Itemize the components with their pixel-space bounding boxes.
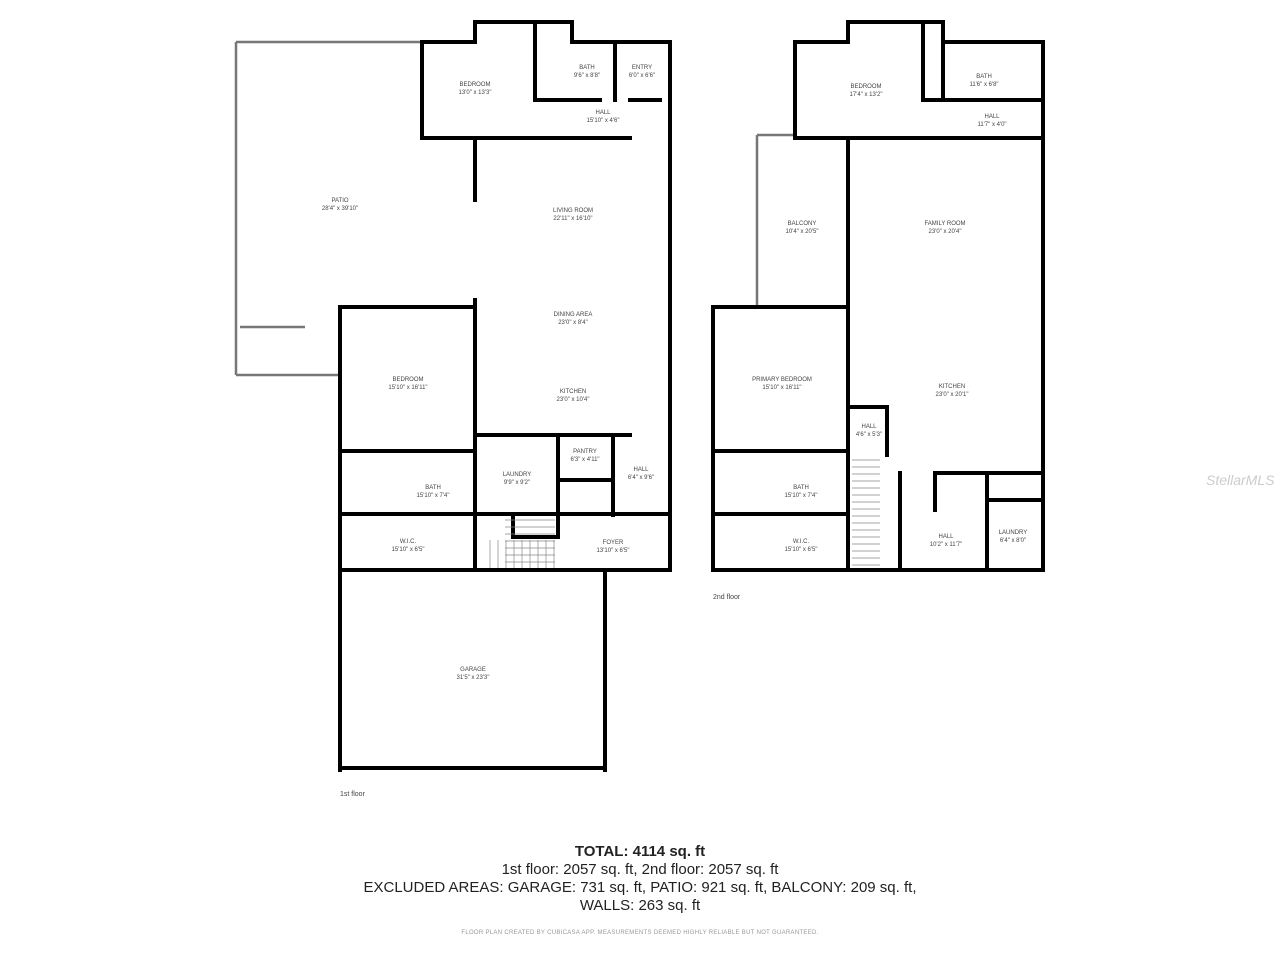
room-name: BATH <box>793 485 809 491</box>
walls <box>338 20 1045 772</box>
watermark-logo: StellarMLS <box>1206 472 1275 488</box>
room-dimensions: 9'6" x 8'8" <box>573 73 601 79</box>
room-dimensions: 15'10" x 16'11" <box>388 385 428 391</box>
room-label: DINING AREA 23'0" x 8'4" <box>554 311 593 327</box>
room-name: PATIO <box>331 198 349 204</box>
room-dimensions: 23'0" x 10'4" <box>556 397 590 403</box>
room-dimensions: 10'4" x 20'5" <box>785 229 819 235</box>
room-label: BATH 15'10" x 7'4" <box>785 484 818 500</box>
room-label: HALL 4'6" x 5'3" <box>856 423 882 439</box>
room-label: PATIO 28'4" x 39'10" <box>322 197 358 213</box>
room-dimensions: 23'0" x 20'4" <box>928 229 962 235</box>
room-dimensions: 4'6" x 5'3" <box>855 432 883 438</box>
room-dimensions: 6'3" x 4'11" <box>570 457 600 463</box>
room-dimensions: 11'6" x 6'8" <box>969 82 999 88</box>
room-label: W.I.C. 15'10" x 6'5" <box>392 538 425 554</box>
room-name: HALL <box>861 424 877 430</box>
room-dimensions: 6'0" x 6'6" <box>628 73 656 79</box>
room-name: LIVING ROOM <box>552 208 594 214</box>
room-label: BEDROOM 13'0" x 13'3" <box>459 81 492 97</box>
room-name: BALCONY <box>787 221 817 227</box>
room-label: BEDROOM 17'4" x 13'2" <box>850 83 883 99</box>
room-dimensions: 23'0" x 8'4" <box>558 320 588 326</box>
room-label: PRIMARY BEDROOM 15'10" x 16'11" <box>752 376 812 392</box>
room-label: FAMILY ROOM 23'0" x 20'4" <box>924 220 965 236</box>
room-label: BEDROOM 15'10" x 16'11" <box>388 376 427 392</box>
room-label: BATH 11'6" x 6'8" <box>969 73 998 89</box>
room-label: HALL 11'7" x 4'0" <box>977 113 1006 129</box>
room-name: PRIMARY BEDROOM <box>752 377 812 383</box>
room-dimensions: 15'10" x 6'5" <box>784 547 818 553</box>
disclaimer: FLOOR PLAN CREATED BY CUBICASA APP. MEAS… <box>461 930 819 936</box>
room-label: LAUNDRY 6'4" x 8'0" <box>999 529 1028 545</box>
room-name: ENTRY <box>631 65 653 71</box>
room-label: PANTRY 6'3" x 4'11" <box>570 448 599 464</box>
room-name: BEDROOM <box>850 84 882 90</box>
room-name: BATH <box>579 65 595 71</box>
room-label: HALL 10'2" x 11'7" <box>930 533 962 549</box>
room-name: BATH <box>425 485 441 491</box>
excluded-areas: EXCLUDED AREAS: GARAGE: 731 sq. ft, PATI… <box>363 879 917 896</box>
room-name: HALL <box>595 110 611 116</box>
room-label: ENTRY 6'0" x 6'6" <box>629 64 655 80</box>
room-name: HALL <box>633 467 649 473</box>
room-name: FOYER <box>602 540 624 546</box>
room-label: BATH 15'10" x 7'4" <box>417 484 450 500</box>
room-name: HALL <box>938 534 954 540</box>
first-floor-label: 1st floor <box>340 791 365 798</box>
room-name: BEDROOM <box>392 377 424 383</box>
room-dimensions: 23'0" x 20'1" <box>935 392 969 398</box>
outdoor-outlines <box>234 40 795 377</box>
room-dimensions: 13'0" x 13'3" <box>458 90 492 96</box>
room-name: HALL <box>984 114 1000 120</box>
room-label: HALL 6'4" x 9'6" <box>628 466 654 482</box>
room-dimensions: 31'5" x 23'3" <box>456 675 490 681</box>
room-label: KITCHEN 23'0" x 10'4" <box>557 388 590 404</box>
room-dimensions: 22'11" x 16'10" <box>553 216 593 222</box>
walls-area: WALLS: 263 sq. ft <box>579 897 701 914</box>
second-floor-label: 2nd floor <box>713 594 741 601</box>
room-name: PANTRY <box>573 449 597 455</box>
room-name: FAMILY ROOM <box>924 221 966 227</box>
room-label: LIVING ROOM 22'11" x 16'10" <box>553 207 593 223</box>
room-dimensions: 6'4" x 8'0" <box>999 538 1027 544</box>
room-name: GARAGE <box>460 667 486 673</box>
stairs <box>489 459 880 568</box>
room-dimensions: 17'4" x 13'2" <box>849 92 883 98</box>
room-dimensions: 15'10" x 16'11" <box>762 385 802 391</box>
room-name: BATH <box>976 74 992 80</box>
room-label: KITCHEN 23'0" x 20'1" <box>936 383 969 399</box>
room-label: GARAGE 31'5" x 23'3" <box>457 666 490 682</box>
room-name: LAUNDRY <box>998 530 1028 536</box>
room-dimensions: 13'10" x 6'5" <box>596 548 630 554</box>
room-name: W.I.C. <box>792 539 810 545</box>
room-label: BALCONY 10'4" x 20'5" <box>786 220 819 236</box>
room-dimensions: 15'10" x 7'4" <box>784 493 818 499</box>
room-name: KITCHEN <box>938 384 966 390</box>
room-label: FOYER 13'10" x 6'5" <box>597 539 630 555</box>
floors-area: 1st floor: 2057 sq. ft, 2nd floor: 2057 … <box>501 861 779 878</box>
room-label: HALL 15'10" x 4'6" <box>587 109 620 125</box>
room-label: W.I.C. 15'10" x 6'5" <box>785 538 818 554</box>
room-dimensions: 9'9" x 9'2" <box>503 480 531 486</box>
room-name: DINING AREA <box>553 312 593 318</box>
room-name: KITCHEN <box>559 389 587 395</box>
room-dimensions: 11'7" x 4'0" <box>977 122 1007 128</box>
room-name: LAUNDRY <box>502 472 532 478</box>
room-dimensions: 15'10" x 4'6" <box>586 118 620 124</box>
room-dimensions: 10'2" x 11'7" <box>929 542 963 548</box>
room-label: LAUNDRY 9'9" x 9'2" <box>503 471 532 487</box>
room-label: BATH 9'6" x 8'8" <box>574 64 600 80</box>
room-name: W.I.C. <box>399 539 417 545</box>
room-dimensions: 15'10" x 6'5" <box>391 547 425 553</box>
room-dimensions: 6'4" x 9'6" <box>627 475 655 481</box>
room-name: BEDROOM <box>459 82 491 88</box>
room-dimensions: 28'4" x 39'10" <box>321 206 359 212</box>
room-dimensions: 15'10" x 7'4" <box>416 493 450 499</box>
total-area: TOTAL: 4114 sq. ft <box>574 843 706 860</box>
